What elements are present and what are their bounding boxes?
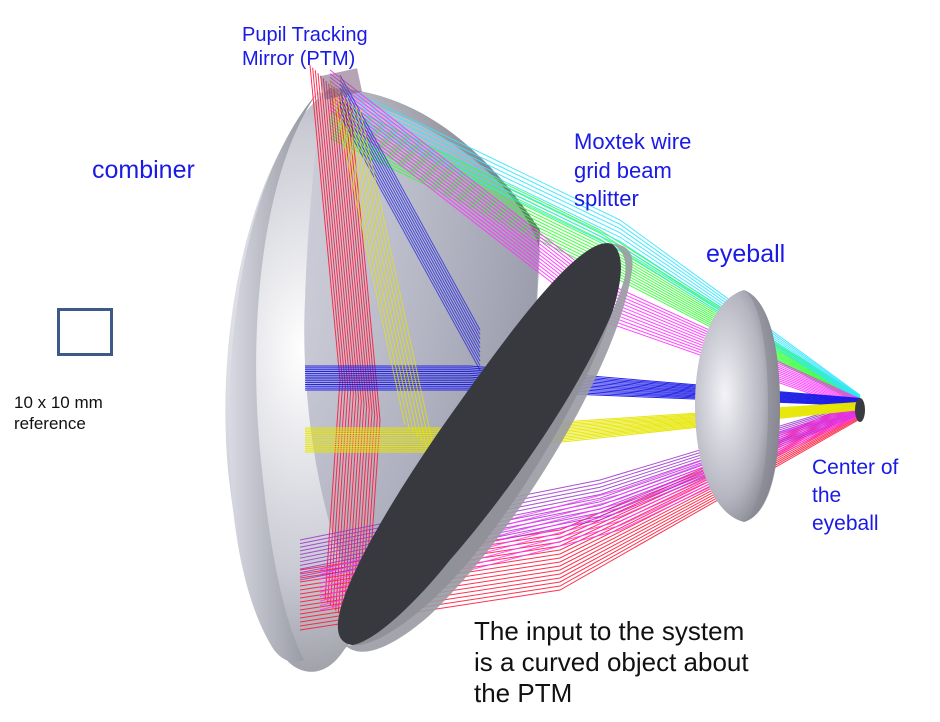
ray-blue-diagonal <box>339 101 481 357</box>
ray-cyan <box>339 93 861 398</box>
ray-red <box>338 94 370 630</box>
ray-cyan <box>339 84 861 396</box>
ray-cyan <box>339 105 861 400</box>
ptm-mirror <box>319 68 363 100</box>
ray-red <box>309 64 341 601</box>
ray-yellow-diagonal <box>359 109 436 456</box>
ray-cyan <box>339 88 861 397</box>
ray-yellow-diagonal <box>350 101 427 447</box>
ray-red <box>314 70 346 606</box>
ray-cyan <box>339 101 861 399</box>
eyeball-center-point <box>855 398 865 422</box>
ray-blue-diagonal <box>339 79 481 335</box>
ray-red <box>322 78 354 614</box>
ray-yellow-diagonal <box>342 92 419 438</box>
input-note: The input to the system is a curved obje… <box>474 616 749 709</box>
ray-red <box>336 91 368 627</box>
beam-splitter <box>337 243 633 652</box>
ptm-label: Pupil Tracking Mirror (PTM) <box>242 24 368 70</box>
eyeball-lens <box>695 290 780 522</box>
ray-red <box>325 80 357 617</box>
combiner-label: combiner <box>92 156 195 184</box>
ray-red <box>328 83 360 619</box>
reference-label: 10 x 10 mm reference <box>14 393 103 434</box>
ray-red <box>320 75 352 611</box>
eyeball-label: eyeball <box>706 240 786 268</box>
ray-blue-diagonal <box>339 74 481 331</box>
reference-square <box>57 308 113 356</box>
ray-blue-diagonal <box>339 88 481 344</box>
eyeball-center-label: Center of the eyeball <box>812 456 899 535</box>
ray-yellow-diagonal <box>329 79 406 426</box>
ray-blue-diagonal <box>339 110 481 366</box>
ray-cyan <box>339 97 861 398</box>
ray-yellow-diagonal <box>338 88 415 434</box>
beam-splitter-label: Moxtek wire grid beam splitter <box>574 129 692 212</box>
ray-blue-diagonal <box>339 105 481 362</box>
ray-yellow-diagonal <box>346 97 423 443</box>
ray-blue-diagonal <box>339 92 481 349</box>
ray-yellow-diagonal <box>333 84 410 430</box>
ray-yellow-diagonal <box>355 105 432 451</box>
